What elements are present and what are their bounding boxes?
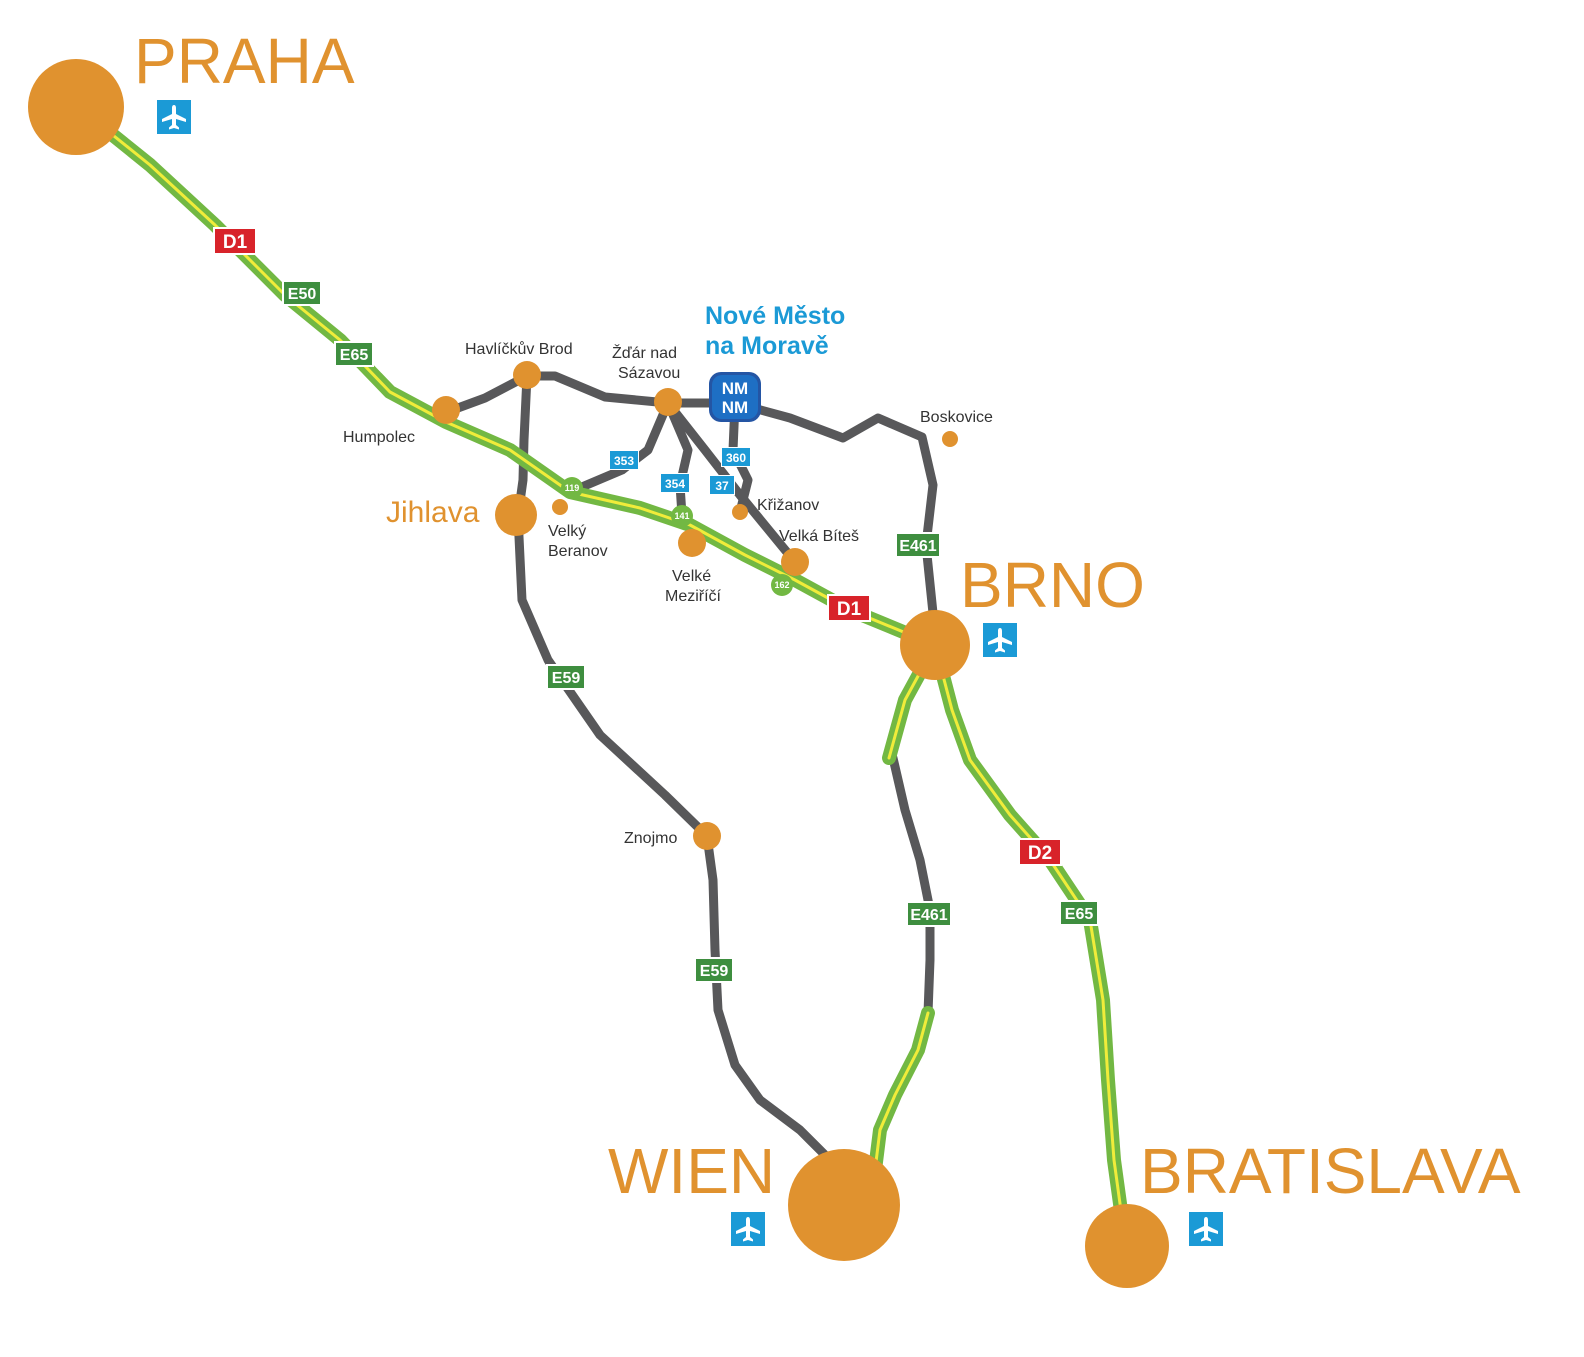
destination-label-1: Nové Město <box>705 302 845 330</box>
e461-shield-north: E461 <box>899 538 936 555</box>
velke-mezirici-label-1: Velké <box>672 568 711 585</box>
velka-bites-label: Velká Bíteš <box>779 528 859 545</box>
airplane-icon <box>1189 1212 1223 1246</box>
exit-162-label: 162 <box>774 580 789 590</box>
city-dots <box>28 59 1169 1288</box>
havlickuv-brod-dot <box>513 361 541 389</box>
road-353 <box>565 398 673 497</box>
exit-markers: 119 141 162 <box>561 477 793 596</box>
e59-shield-south: E59 <box>700 963 729 980</box>
road-havlickuv-brod-zdar <box>522 371 673 408</box>
praha-dot <box>28 59 124 155</box>
road-354 <box>663 398 693 520</box>
velky-beranov-label-1: Velký <box>548 523 586 540</box>
jihlava-label: Jihlava <box>386 496 480 529</box>
airplane-icon <box>731 1212 765 1246</box>
road-354-shield: 354 <box>665 477 685 491</box>
brno-label: BRNO <box>960 549 1145 621</box>
velky-beranov-label-2: Beranov <box>548 543 608 560</box>
zdar-label-1: Žďár nad <box>612 343 677 362</box>
airplane-icon <box>157 100 191 134</box>
e-road-shields: E50 E65 E461 E59 E59 E461 E65 <box>282 280 1099 983</box>
znojmo-dot <box>693 822 721 850</box>
krizanov-dot <box>732 504 748 520</box>
boskovice-label: Boskovice <box>920 409 993 426</box>
humpolec-label: Humpolec <box>343 429 415 446</box>
regional-road-shields: 353 354 37 360 <box>609 447 751 495</box>
exit-119-label: 119 <box>565 483 580 493</box>
zdar-label-2: Sázavou <box>618 365 680 382</box>
znojmo-label: Znojmo <box>624 830 677 847</box>
velke-mezirici-dot <box>678 529 706 557</box>
nmnm-logo-text-top: NM <box>722 379 748 398</box>
motorway-shields: D1 D1 D2 <box>213 227 1062 866</box>
jihlava-dot <box>495 494 537 536</box>
zdar-dot <box>654 388 682 416</box>
boskovice-dot <box>942 431 958 447</box>
havlickuv-brod-label: Havlíčkův Brod <box>465 340 573 358</box>
road-37 <box>663 398 800 567</box>
road-e59 <box>513 511 835 1165</box>
brno-dot <box>900 610 970 680</box>
exit-141-label: 141 <box>674 511 689 521</box>
road-e461-grey <box>888 753 935 1018</box>
d2-shield: D2 <box>1028 843 1052 864</box>
krizanov-label: Křižanov <box>757 497 819 514</box>
d1-shield-south: D1 <box>837 599 862 620</box>
destination-label-2: na Moravě <box>705 332 829 360</box>
nmnm-logo: NM NM <box>709 372 761 422</box>
d1-shield-north: D1 <box>223 232 248 253</box>
velke-mezirici-label-2: Meziříčí <box>665 588 722 605</box>
e65-shield-north: E65 <box>340 347 369 364</box>
velky-beranov-dot <box>552 499 568 515</box>
humpolec-dot <box>432 396 460 424</box>
praha-label: PRAHA <box>134 25 355 97</box>
road-360-shield: 360 <box>726 451 746 465</box>
motorways <box>71 100 1132 1247</box>
e59-shield-north: E59 <box>552 670 581 687</box>
airplane-icon <box>983 623 1017 657</box>
road-37-shield: 37 <box>715 479 729 493</box>
wien-label: WIEN <box>608 1135 775 1207</box>
e50-shield: E50 <box>288 286 317 303</box>
bratislava-label: BRATISLAVA <box>1140 1135 1521 1207</box>
bratislava-dot <box>1085 1204 1169 1288</box>
e65-shield-south: E65 <box>1065 906 1094 923</box>
wien-dot <box>788 1149 900 1261</box>
nmnm-logo-text-bottom: NM <box>722 398 748 417</box>
road-353-shield: 353 <box>614 454 634 468</box>
velka-bites-dot <box>781 548 809 576</box>
regional-roads <box>442 371 938 1165</box>
labels: PRAHA BRNO WIEN BRATISLAVA Jihlava Havlí… <box>134 25 1521 1207</box>
e461-shield-south: E461 <box>910 907 947 924</box>
